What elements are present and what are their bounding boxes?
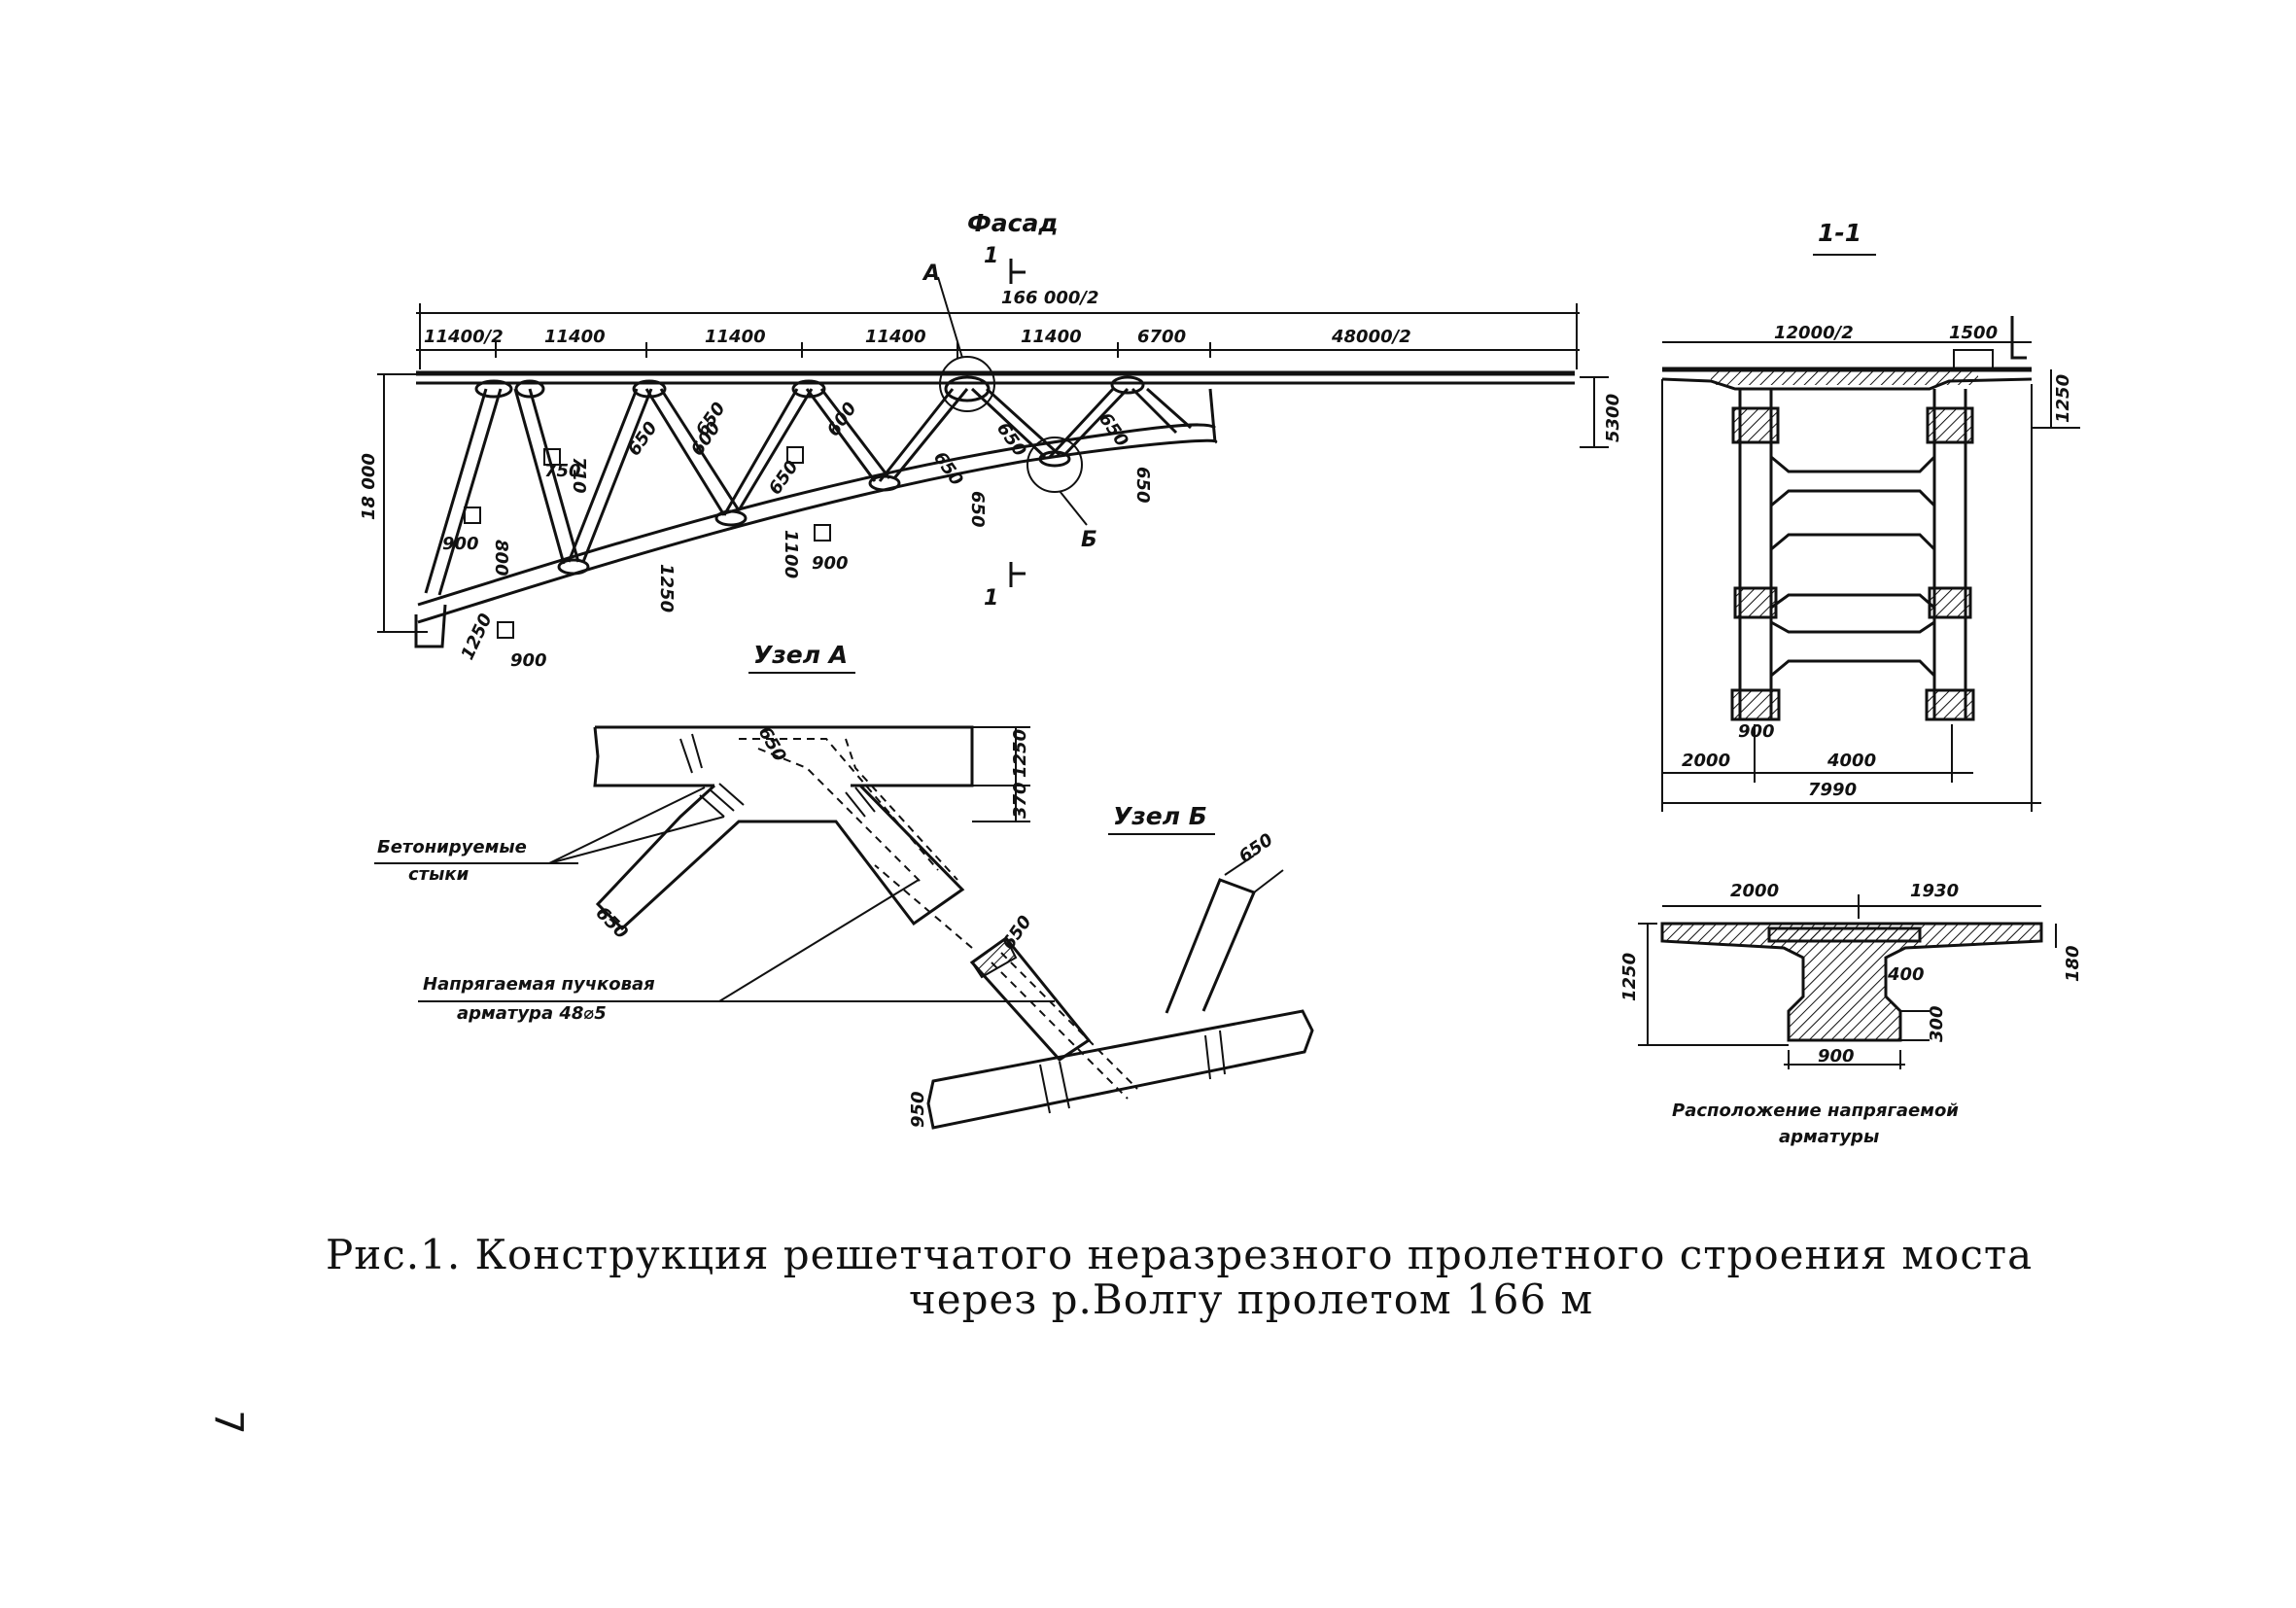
sec-total: 7990 [1808, 780, 1857, 800]
overall-span-label: 166 000/2 [1001, 288, 1099, 308]
member-dim: 650 [624, 418, 662, 460]
section-mark-top: 1 [984, 244, 998, 268]
node-b-dim: 650 [1235, 829, 1277, 867]
member-dim: 1100 [781, 530, 801, 578]
member-dim: 650 [967, 491, 988, 528]
member-dim: 710 [569, 457, 589, 494]
node-b-marker: Б [1081, 528, 1097, 552]
sec-left: 2000 [1682, 751, 1730, 771]
node-b-dim: 950 [908, 1091, 928, 1128]
member-dim: 900 [510, 650, 547, 671]
joints-label-1: Бетонируемые [377, 837, 527, 857]
node-b-title: Узел Б [1113, 802, 1207, 830]
member-dim: 1250 [457, 611, 496, 663]
member-dim: 650 [929, 448, 967, 490]
tendon-left: 2000 [1730, 881, 1779, 901]
section-title: 1-1 [1818, 219, 1861, 247]
node-a-marker: А [922, 262, 940, 286]
node-a-dim: 370 [1010, 782, 1030, 819]
section-1-1-view: 1-1 12000/2 1500 1250 [1661, 219, 2080, 812]
facade-title: Фасад [967, 209, 1059, 237]
panel-dim-1: 11400/2 [424, 327, 504, 347]
panel-dim-3: 11400 [705, 327, 766, 347]
node-a-title: Узел А [753, 641, 848, 669]
panel-dim-4: 11400 [865, 327, 926, 347]
member-dim: 1250 [656, 564, 677, 612]
height-end-label: 5300 [1603, 394, 1623, 442]
tendon-bulb-width: 900 [1818, 1046, 1855, 1066]
sec-depth: 1250 [2053, 374, 2073, 423]
panel-dim-5: 11400 [1021, 327, 1082, 347]
node-a-dim: 1250 [1010, 729, 1030, 778]
node-a-dim: 650 [591, 903, 631, 943]
member-dim: 750 [544, 461, 581, 481]
sec-between: 4000 [1826, 751, 1876, 771]
joints-label-2: стыки [408, 864, 470, 885]
tendon-web: 400 [1887, 964, 1925, 985]
panel-dim-2: 11400 [544, 327, 606, 347]
tendon-depth: 1250 [1619, 953, 1640, 1001]
member-dim: 800 [491, 540, 511, 577]
node-b-detail: Узел Б 650 650 950 [874, 802, 1314, 1130]
sec-chord-width: 900 [1738, 721, 1775, 742]
facade-view: Фасад 1 166 000/2 11400/2 11400 11400 11… [359, 209, 1623, 671]
tendon-layout-section: 2000 1930 1250 180 400 300 900 Расположе… [1619, 881, 2083, 1147]
member-dim: 900 [442, 534, 479, 554]
panel-dim-7: 48000/2 [1331, 327, 1411, 347]
member-dim: 900 [812, 553, 849, 574]
tendon-label-2: арматура 48⌀5 [457, 1003, 607, 1024]
sec-cantilever: 1500 [1949, 323, 1998, 343]
height-total-label: 18 000 [359, 453, 379, 520]
node-a-detail: Узел А 1250 370 650 650 Бетонируемые сты… [374, 641, 1055, 1024]
page-number: 7 [205, 1410, 251, 1435]
tendon-label-1: Напрягаемая пучковая [423, 974, 655, 995]
tendon-bulb-height: 300 [1927, 1005, 1947, 1042]
tendon-caption-1: Расположение напрягаемой [1672, 1101, 1959, 1121]
caption-line-2: через р.Волгу пролетом 166 м [909, 1276, 1594, 1323]
section-mark-bottom: 1 [984, 586, 998, 611]
member-dim: 650 [1132, 467, 1153, 504]
tendon-flange: 180 [2063, 945, 2083, 982]
member-dim: 650 [992, 419, 1030, 461]
tendon-caption-2: арматуры [1779, 1127, 1879, 1147]
sec-top-half: 12000/2 [1774, 323, 1854, 343]
figure-caption: Рис.1. Конструкция решетчатого неразрезн… [326, 1233, 2036, 1322]
caption-line-1: Рис.1. Конструкция решетчатого неразрезн… [326, 1231, 2034, 1278]
panel-dim-6: 6700 [1137, 327, 1186, 347]
tendon-right: 1930 [1910, 881, 1959, 901]
member-dim: 650 [1095, 409, 1132, 451]
